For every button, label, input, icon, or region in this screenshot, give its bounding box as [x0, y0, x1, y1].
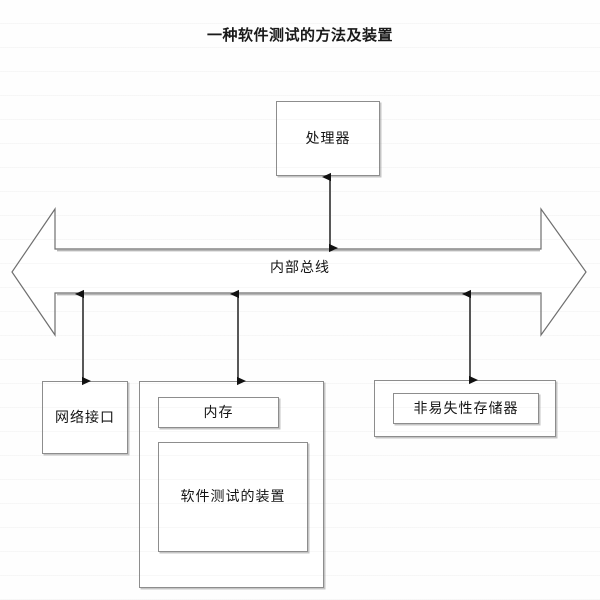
node-non-volatile-memory-container: 非易失性存储器: [374, 380, 556, 437]
node-network-interface-label: 网络接口: [55, 409, 115, 426]
diagram-title: 一种软件测试的方法及装置: [206, 26, 393, 44]
node-software-testing-apparatus-label: 软件测试的装置: [180, 489, 286, 505]
node-software-testing-apparatus: 软件测试的装置: [158, 442, 308, 552]
internal-bus-label: 内部总线: [270, 260, 330, 276]
node-memory: 内存 软件测试的装置: [139, 381, 324, 588]
node-memory-title-box: 内存: [158, 397, 279, 428]
node-network-interface: 网络接口: [42, 381, 128, 454]
node-memory-label: 内存: [203, 404, 234, 421]
node-processor-label: 处理器: [305, 130, 351, 147]
node-non-volatile-memory: 非易失性存储器: [393, 393, 539, 424]
node-processor: 处理器: [276, 101, 380, 176]
node-non-volatile-memory-label: 非易失性存储器: [413, 400, 519, 417]
